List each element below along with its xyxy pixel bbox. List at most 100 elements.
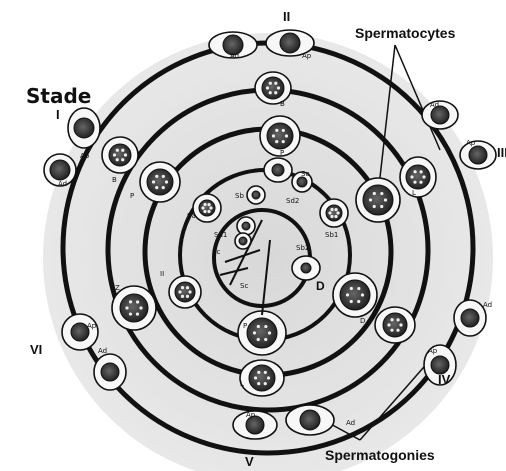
cell-nucleus [120,294,148,322]
cell-label: Ap [246,412,255,419]
chromatin-dot [357,287,360,290]
cell-label: Ap [428,348,437,355]
spermatocyte-cell [255,72,291,104]
chromatin-dot [357,300,360,303]
chromatin-dot [201,206,204,209]
cell-nucleus [363,185,393,215]
chromatin-dot [285,134,288,137]
cell-label: Sb [235,193,244,200]
chromatin-dot [254,376,257,379]
cell-label: L [240,381,244,388]
chromatin-dot [188,290,191,293]
cell-label: B [280,101,285,108]
cell-label: D [360,318,365,325]
cell-nucleus [406,165,430,189]
spermatid-cell [292,256,320,280]
chromatin-dot [380,192,383,195]
cell-label: L [412,190,416,197]
chromatin-dot [419,170,422,173]
chromatin-dot [350,287,353,290]
chromatin-dot [413,170,416,173]
spermatogonium-cell [286,405,334,435]
chromatin-dot [387,323,390,326]
cell-nucleus [247,318,277,348]
spermatid-cell [247,186,265,204]
stage-word: Stade [26,86,91,106]
cell-label: Ad [58,181,67,188]
cell-label: Sb1 [325,232,338,239]
chromatin-dot [269,91,272,94]
chromatin-dot [129,300,132,303]
chromatin-dot [346,293,349,296]
chromatin-dot [396,329,399,332]
chromatin-dot [121,149,124,152]
cell-label: II [160,271,164,278]
chromatin-dot [330,208,333,211]
cell-nucleus [101,363,119,381]
chromatin-dot [380,205,383,208]
cell-nucleus [50,160,70,180]
chromatin-dot [373,192,376,195]
cell-label: P [280,150,284,157]
chromatin-dot [264,325,267,328]
chromatin-dot [390,318,393,321]
cell-nucleus [239,237,247,245]
cell-label: Ap [466,140,475,147]
cell-label: Sb2 [296,245,309,252]
stage-III: III [497,146,506,159]
cell-label: Ap [80,153,89,160]
cell-label: P [243,323,247,330]
chromatin-dot [257,382,260,385]
chromatin-dot [336,211,339,214]
spermatocyte-cell [240,360,284,396]
chromatin-dot [373,205,376,208]
chromatin-dot [136,312,139,315]
stage-V: V [245,455,254,468]
spermatogonium-cell [454,300,486,336]
cell-nucleus [326,205,342,221]
cell-nucleus [252,191,260,199]
chromatin-dot [186,286,189,289]
chromatin-dot [399,323,402,326]
chromatin-dot [266,86,269,89]
cell-label: Sd2 [286,198,299,205]
chromatin-dot [282,129,285,132]
chromatin-dot [413,181,416,184]
chromatin-dot [124,153,127,156]
chromatin-dot [207,210,210,213]
spermatogonies-label: Spermatogonies [325,448,435,462]
chromatin-dot [264,371,267,374]
chromatin-dot [274,82,277,85]
chromatin-dot [330,215,333,218]
chromatin-dot [275,129,278,132]
cell-nucleus [300,410,320,430]
spermatocyte-cell [112,286,156,330]
chromatin-dot [162,175,165,178]
cell-label: Ap [87,323,96,330]
cell-label: Ad [230,53,239,60]
chromatin-dot [272,134,275,137]
cell-nucleus [340,280,370,310]
cell-nucleus [109,144,131,166]
cell-label: Sa [187,213,196,220]
chromatin-dot [186,295,189,298]
chromatin-dot [268,331,271,334]
cell-label: Ad [483,302,492,309]
cell-nucleus [301,263,311,273]
spermatocyte-cell [320,199,348,227]
cell-nucleus [469,146,487,164]
cell-label: Sc [212,249,220,256]
chromatin-dot [369,198,372,201]
cell-label: Ad [430,102,439,109]
chromatin-dot [275,140,278,143]
chromatin-dot [155,186,158,189]
chromatin-dot [125,306,128,309]
cell-nucleus [249,365,275,391]
chromatin-dot [257,338,260,341]
spermatocyte-cell [375,307,415,343]
cell-nucleus [280,33,300,53]
cell-nucleus [272,164,284,176]
cell-nucleus [383,313,407,337]
cell-label: B [112,177,117,184]
